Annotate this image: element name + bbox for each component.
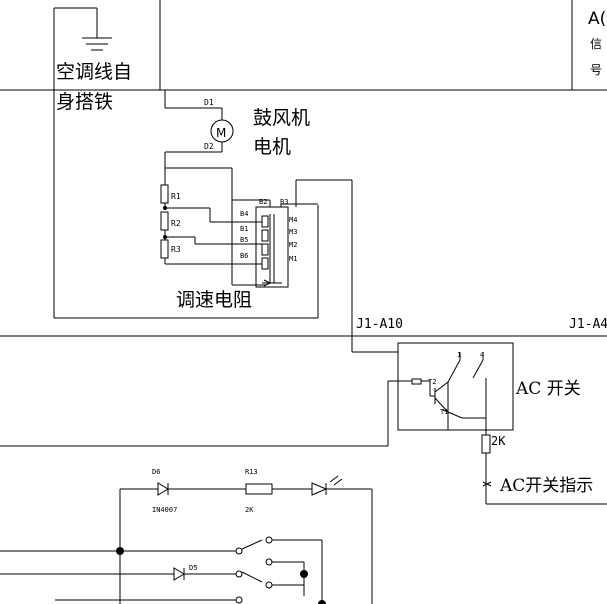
ground-self-label-2: 身搭铁 bbox=[56, 91, 113, 113]
ground-icon bbox=[54, 7, 112, 51]
label-j1-a4: J1-A4 bbox=[569, 317, 607, 332]
label-b4: B4 bbox=[240, 210, 248, 218]
blower-module-frame bbox=[53, 8, 319, 319]
label-d5: D5 bbox=[189, 564, 197, 572]
blower-motor bbox=[164, 90, 234, 285]
label-r13-value: 2K bbox=[245, 506, 254, 514]
wire-ac-left bbox=[0, 380, 412, 447]
edge-label-1: A( bbox=[588, 9, 606, 29]
label-m4: M4 bbox=[289, 216, 297, 224]
motor-symbol: M bbox=[216, 126, 226, 140]
label-pin-4: 4 bbox=[480, 351, 484, 359]
label-j1-a10: J1-A10 bbox=[356, 317, 403, 332]
label-d6: D6 bbox=[152, 468, 160, 476]
speed-resistor-label: 调速电阻 bbox=[176, 289, 252, 311]
speed-switch-block bbox=[232, 199, 318, 288]
top-frame bbox=[0, 0, 607, 337]
label-pin-1: 1 bbox=[457, 351, 461, 359]
resistor-ladder bbox=[160, 180, 169, 264]
label-res-2k: 2K bbox=[491, 434, 506, 448]
ac-switch-module bbox=[397, 342, 514, 431]
blower-label-1: 鼓风机 bbox=[253, 107, 310, 129]
label-d6-part: IN4007 bbox=[152, 506, 177, 514]
label-m3: M3 bbox=[289, 228, 297, 236]
relay-contacts bbox=[0, 536, 326, 604]
label-b6: B6 bbox=[240, 252, 248, 260]
wire-j1-a10 bbox=[295, 179, 398, 353]
label-t2: T2 bbox=[428, 378, 436, 386]
label-r1: R1 bbox=[171, 192, 181, 201]
label-b3: B3 bbox=[280, 198, 288, 206]
blower-label-2: 电机 bbox=[253, 136, 291, 158]
edge-label-3: 号 bbox=[590, 63, 602, 77]
label-r3: R3 bbox=[171, 245, 181, 254]
label-b1: B1 bbox=[240, 225, 248, 233]
label-d1: D1 bbox=[204, 98, 214, 107]
label-t1: T1 bbox=[440, 408, 448, 416]
label-m1: M1 bbox=[289, 255, 297, 263]
label-m2: M2 bbox=[289, 241, 297, 249]
lower-circuit bbox=[119, 475, 373, 604]
ac-indicator-label: AC开关指示 bbox=[499, 476, 593, 496]
label-d2: D2 bbox=[204, 142, 214, 151]
label-b5: B5 bbox=[240, 236, 248, 244]
label-r2: R2 bbox=[171, 219, 181, 228]
ladder-wires bbox=[165, 207, 266, 286]
ac-indicator-circuit bbox=[481, 430, 607, 505]
label-b2: B2 bbox=[259, 198, 267, 206]
edge-label-2: 信 bbox=[590, 37, 602, 51]
ac-switch-label: AC 开关 bbox=[515, 379, 581, 399]
ground-self-label-1: 空调线自 bbox=[56, 61, 132, 83]
label-r13: R13 bbox=[245, 468, 258, 476]
